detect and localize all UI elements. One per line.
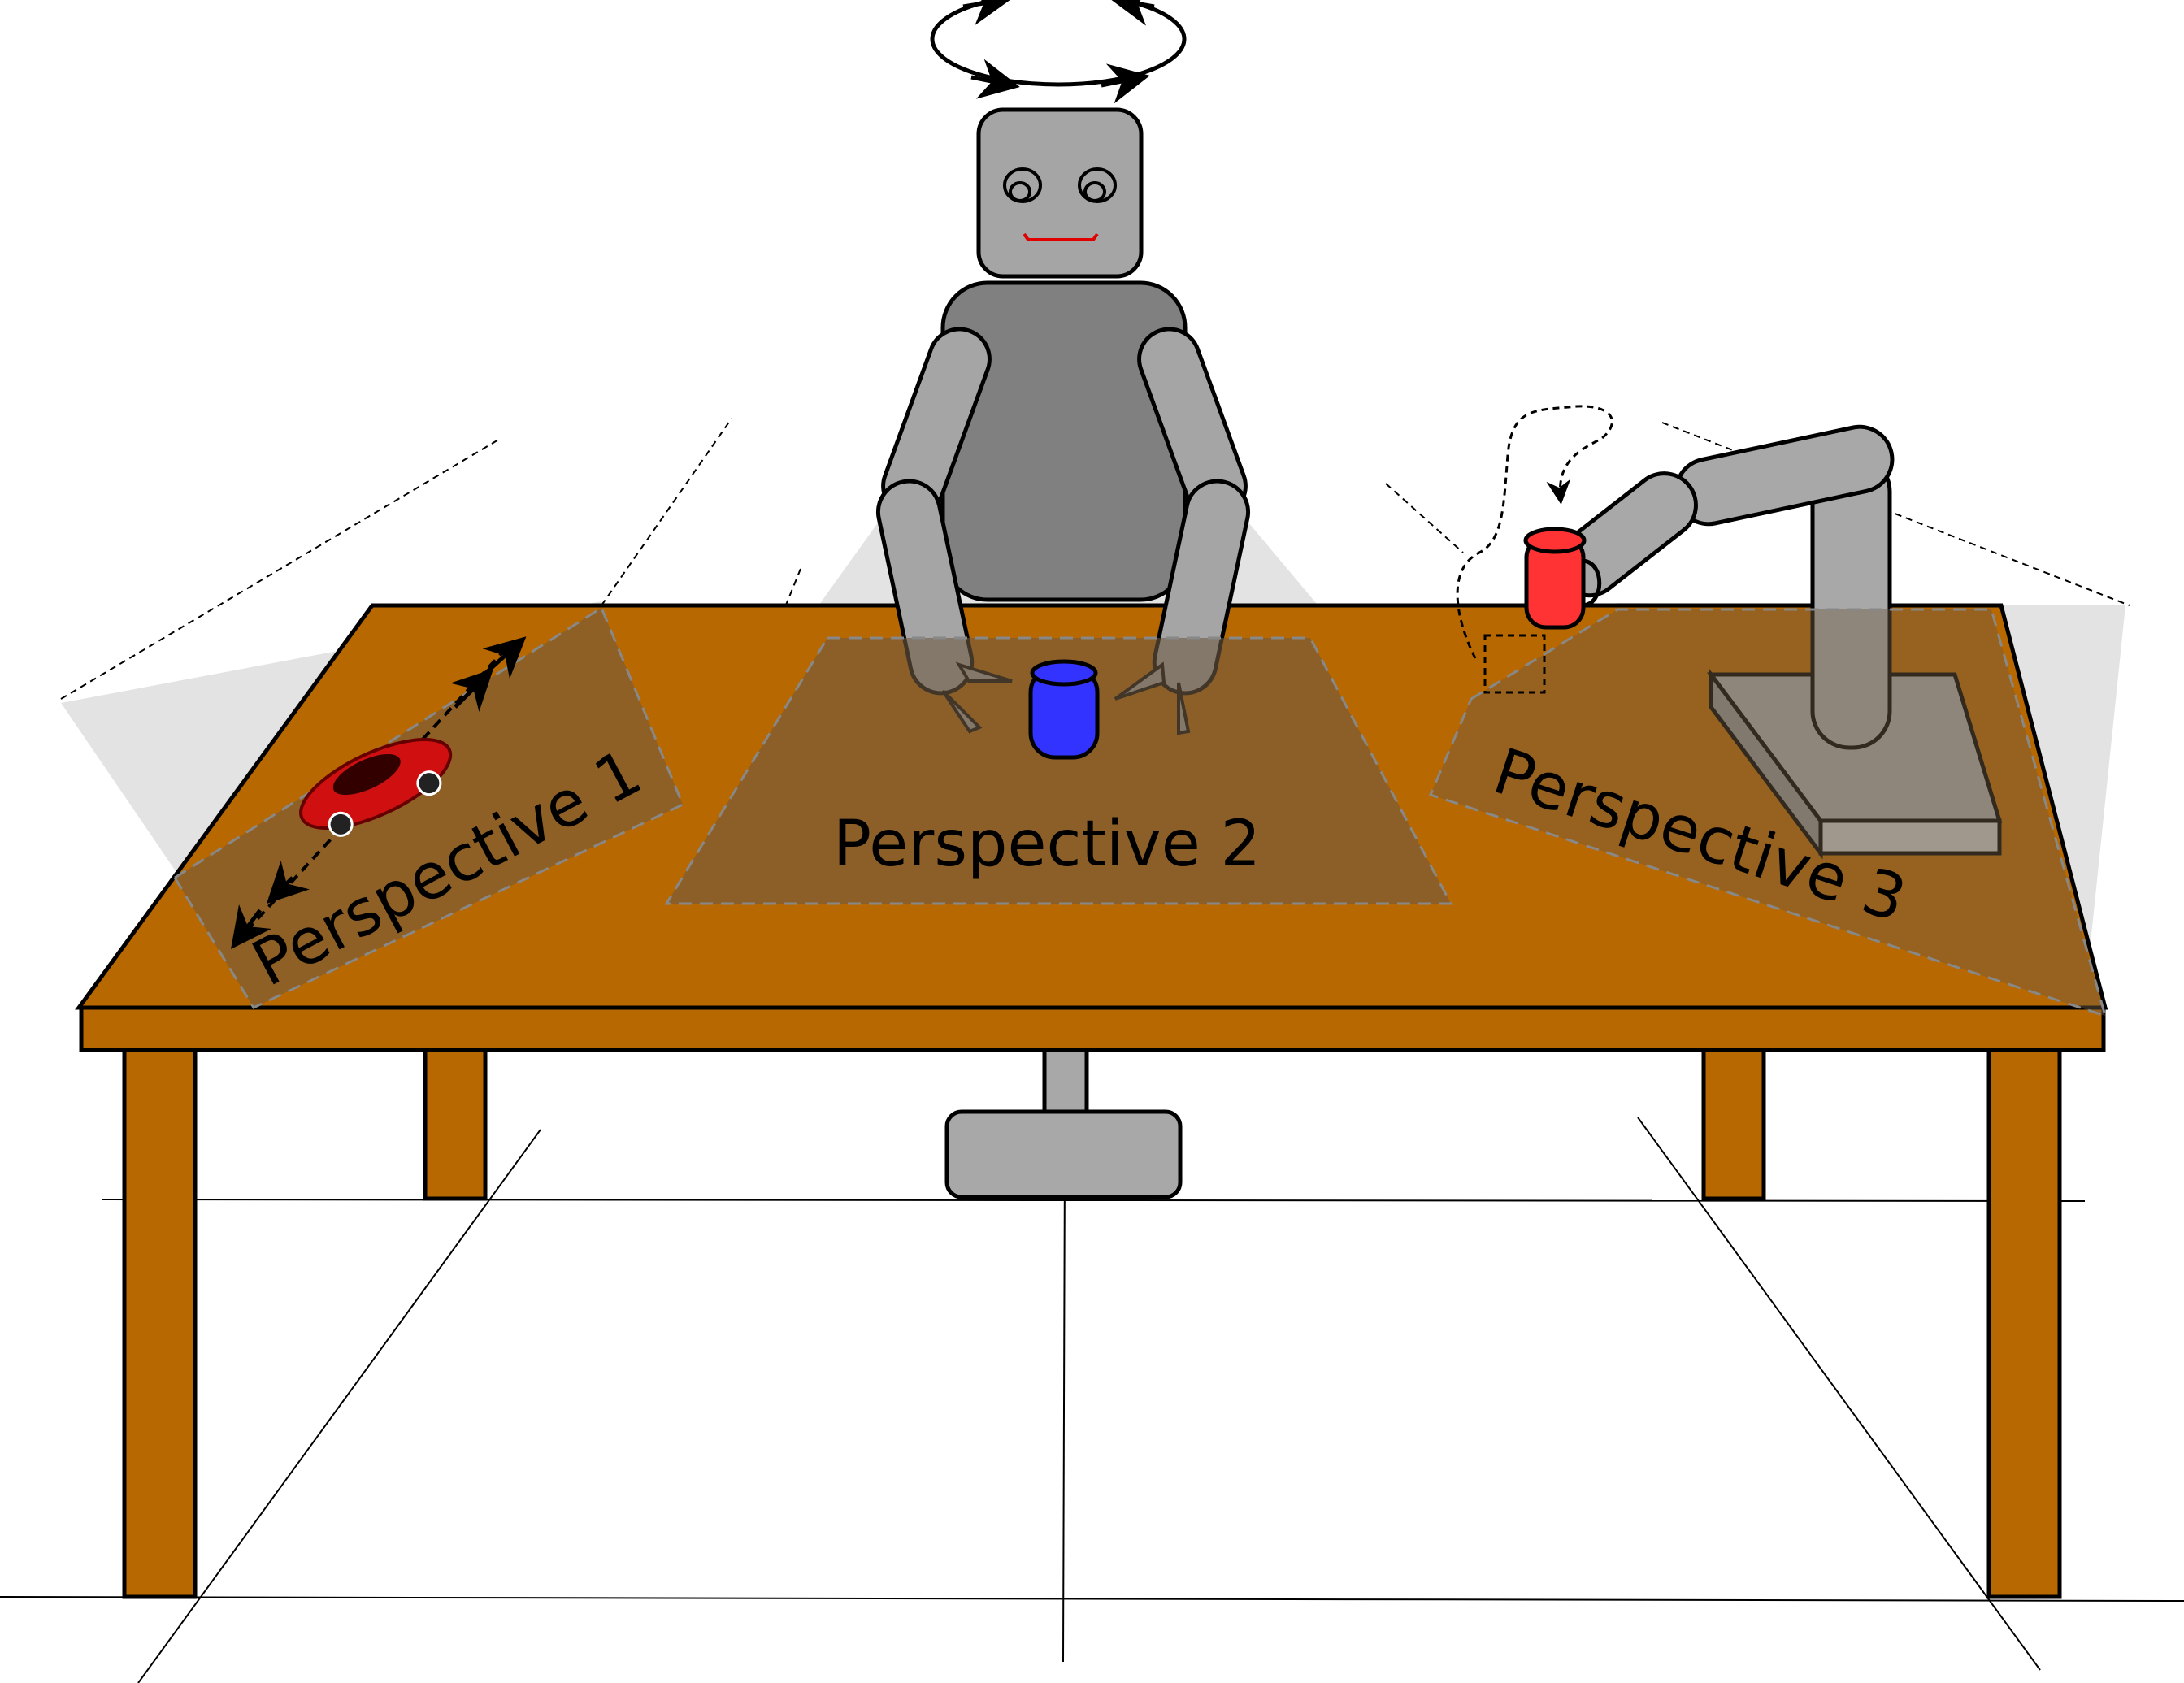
mug-motion-path (1456, 405, 1613, 659)
robot-mouth (1023, 232, 1099, 241)
robot-head (976, 107, 1144, 279)
table-leg-back-right (1701, 1046, 1766, 1201)
zone-perspective-2 (664, 636, 1453, 905)
blue-cup (1028, 659, 1100, 760)
right-eye (1078, 167, 1117, 203)
rotation-arrows (930, 0, 1187, 104)
robot-torso (940, 280, 1188, 602)
toy-car (231, 636, 527, 949)
zone-perspective-3 (1428, 608, 2108, 1018)
industrial-robot-arm (1555, 424, 2003, 860)
floor-grid (0, 1117, 2184, 1683)
robot-base (944, 1046, 1183, 1199)
table-leg-back-left (423, 1046, 488, 1201)
view-zones (172, 605, 2108, 1018)
red-mug (1456, 405, 1613, 694)
left-eye (1003, 167, 1042, 203)
car-body (299, 738, 453, 837)
table-leg-front-right (1986, 1048, 2062, 1599)
table-leg-front-left (122, 1048, 198, 1599)
zone-perspective-1 (172, 605, 684, 1009)
humanoid-robot (875, 0, 1251, 735)
perspective-2-label: Perspective 2 (833, 808, 1261, 881)
table-edge (79, 1005, 2106, 1052)
